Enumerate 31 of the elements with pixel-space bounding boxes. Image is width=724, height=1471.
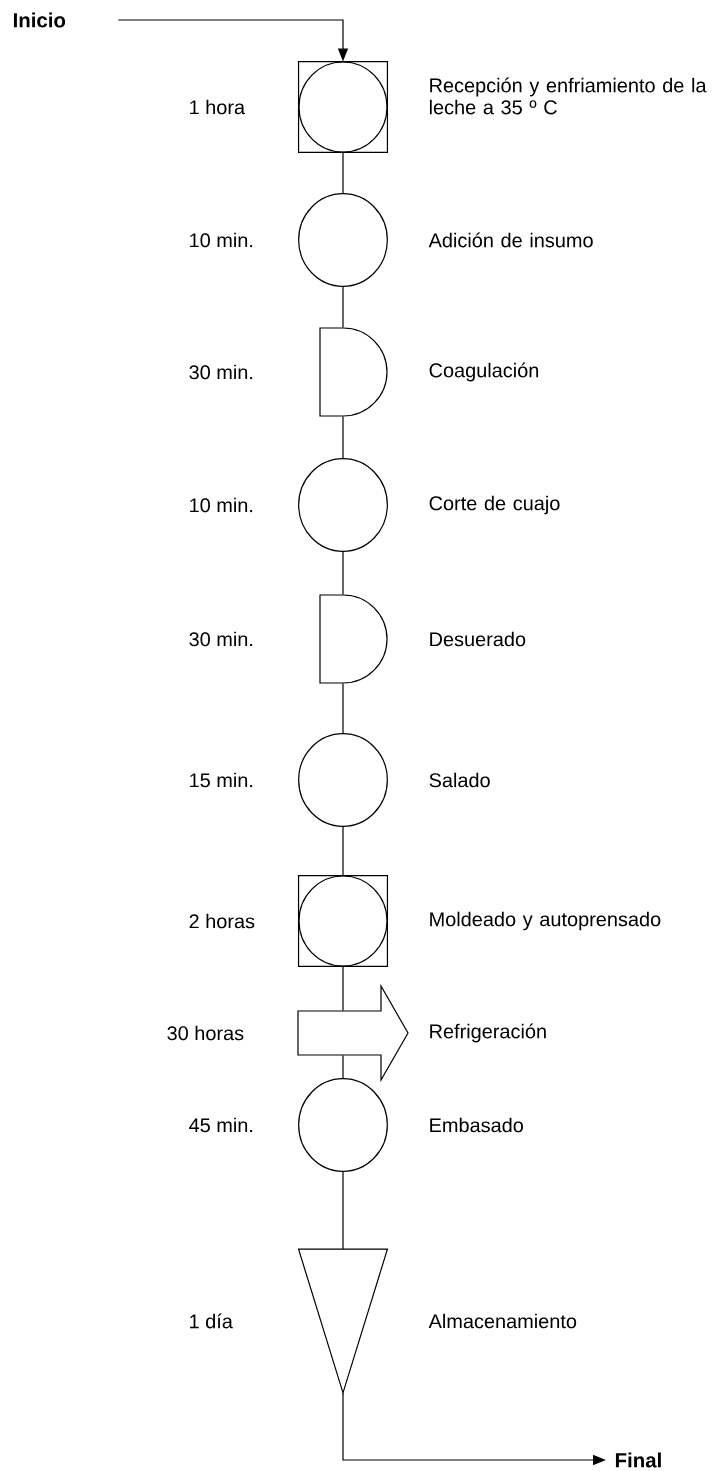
terminal-label: Final	[615, 1452, 661, 1468]
step-label: Adición de insumo	[428, 232, 593, 248]
step-label: Corte de cuajo	[429, 495, 560, 515]
connector-line	[342, 1171, 344, 1250]
step-label: Embasado	[430, 1117, 523, 1133]
duration-label: 30 horas	[167, 1025, 244, 1041]
step-label: Recepción y enfriamiento de la leche a 35 º C	[429, 77, 707, 115]
connector-line	[342, 415, 344, 459]
duration-label: 1 hora	[190, 99, 246, 115]
duration-label: 45 min.	[189, 1117, 253, 1133]
duration-label: 2 horas	[189, 913, 255, 929]
connector-line	[342, 286, 344, 329]
duration-label: 10 min.	[190, 232, 253, 248]
step-label: Almacenamiento	[428, 1313, 577, 1329]
step-label: Moldeado y autoprensado	[430, 911, 661, 931]
connector-line	[342, 551, 344, 596]
duration-label: 10 min.	[190, 497, 253, 513]
step-label: Desuerado	[430, 631, 526, 647]
connector-line	[342, 1054, 344, 1079]
duration-label: 30 min.	[189, 364, 253, 380]
step-label: Coagulación	[429, 362, 539, 382]
connector-line	[342, 965, 344, 1012]
duration-label: 30 min.	[189, 631, 253, 647]
step-label: Refrigeración	[430, 1023, 546, 1043]
connector-line	[342, 826, 344, 877]
connector-line	[342, 151, 344, 194]
connector-line	[342, 682, 344, 734]
step-label: Salado	[429, 772, 490, 788]
duration-label: 1 día	[190, 1313, 233, 1329]
duration-label: 15 min.	[190, 772, 253, 788]
terminal-label: Inicio	[13, 12, 66, 28]
